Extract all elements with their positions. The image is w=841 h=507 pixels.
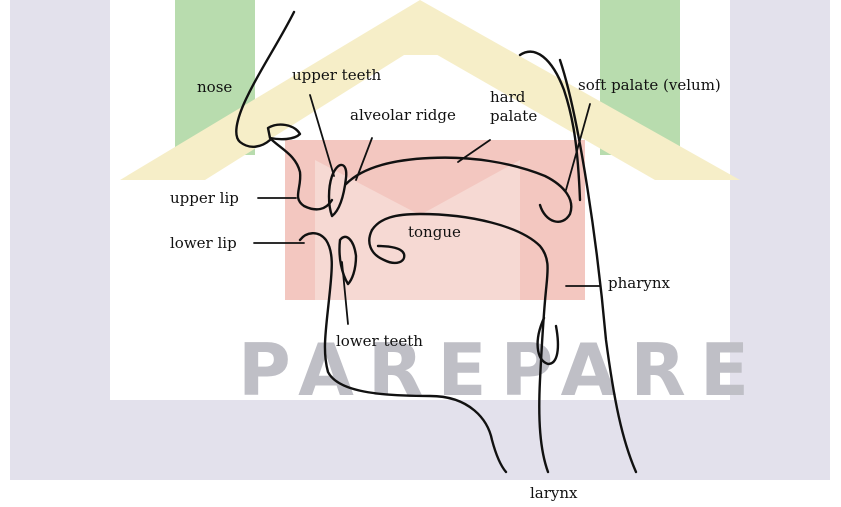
label-soft-palate: soft palate (velum) [578, 78, 721, 93]
label-pharynx: pharynx [608, 276, 670, 291]
label-upper-lip: upper lip [170, 191, 239, 206]
tongue-tip-outline [369, 230, 404, 263]
label-hard-palate-line2: palate [490, 107, 537, 126]
nose-outline [236, 12, 294, 147]
label-lower-lip: lower lip [170, 236, 237, 251]
lower-lip-outline [300, 233, 506, 472]
upper-lip-outline [272, 140, 332, 209]
label-tongue: tongue [408, 225, 461, 240]
leader-upper-teeth [310, 95, 334, 176]
label-lower-teeth: lower teeth [336, 334, 423, 349]
palate-outline [346, 158, 571, 222]
leader-lower-teeth [342, 262, 348, 324]
leader-alveolar-ridge [356, 138, 372, 180]
upper-teeth-outline [329, 165, 346, 216]
label-upper-teeth: upper teeth [292, 68, 381, 83]
label-hard-palate-line1: hard [490, 88, 537, 107]
label-nose: nose [197, 80, 232, 95]
epiglottis-outline [538, 318, 558, 364]
label-larynx: larynx [530, 486, 578, 501]
nostril-outline [268, 125, 300, 140]
label-hard-palate: hard palate [490, 88, 537, 126]
label-alveolar-ridge: alveolar ridge [350, 108, 456, 123]
lower-teeth-outline [339, 237, 356, 284]
